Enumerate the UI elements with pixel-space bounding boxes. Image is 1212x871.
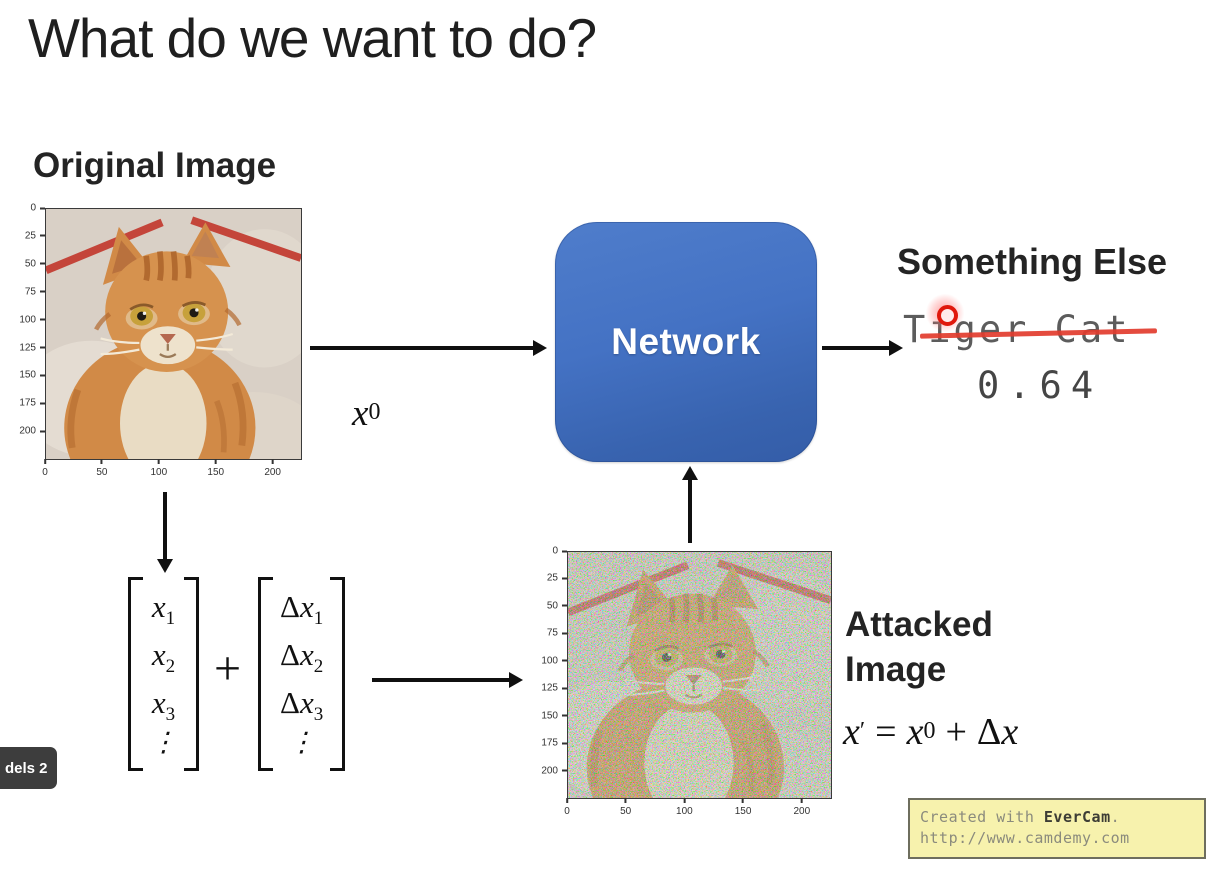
x-tick-label: 100 bbox=[150, 459, 167, 478]
y-tick-label: 50 bbox=[547, 600, 568, 611]
x0-base: x bbox=[352, 393, 369, 434]
y-tick-label: 25 bbox=[25, 230, 46, 241]
watermark-line1: Created with EverCam. bbox=[920, 808, 1121, 826]
side-badge-label: dels 2 bbox=[5, 759, 48, 777]
network-box: Network bbox=[555, 222, 817, 462]
arrow-image-to-vector bbox=[163, 492, 167, 560]
y-tick-label: 100 bbox=[541, 655, 567, 666]
y-tick-label: 175 bbox=[541, 738, 567, 749]
x-tick-label: 150 bbox=[735, 798, 751, 817]
arrow-attacked-to-network bbox=[688, 479, 692, 543]
y-tick-label: 75 bbox=[547, 628, 568, 639]
x-tick-label: 100 bbox=[676, 798, 693, 817]
perturbation-vector-matrix: Δx1 Δx2 Δx3 ⋮ bbox=[258, 577, 346, 771]
x0-symbol: x0 bbox=[352, 392, 380, 435]
attacked-x-axis-ticks: 0 50 100 150 200 bbox=[564, 798, 830, 824]
y-tick-label: 50 bbox=[25, 258, 46, 269]
matrix-row: Δx3 bbox=[280, 685, 324, 726]
laser-pointer-icon bbox=[926, 294, 964, 332]
watermark-box: Created with EverCam. http://www.camdemy… bbox=[908, 798, 1206, 859]
network-label: Network bbox=[611, 321, 761, 362]
watermark-brand: EverCam bbox=[1043, 808, 1111, 826]
original-y-axis-ticks: 0 25 50 75 100 125 150 175 200 bbox=[5, 203, 46, 458]
y-tick-label: 25 bbox=[547, 573, 568, 584]
right-bracket bbox=[184, 577, 199, 771]
x0-sup: 0 bbox=[368, 399, 381, 425]
y-tick-label: 150 bbox=[541, 710, 567, 721]
attacked-heading-line2: Image bbox=[845, 650, 947, 689]
slide-title: What do we want to do? bbox=[28, 7, 597, 69]
output-heading: Something Else bbox=[897, 241, 1168, 282]
matrix-row: x3 bbox=[151, 685, 176, 726]
x-tick-label: 50 bbox=[96, 459, 107, 478]
y-tick-label: 0 bbox=[30, 203, 45, 214]
matrix-row: Δx1 bbox=[280, 589, 324, 630]
y-tick-label: 0 bbox=[552, 546, 567, 557]
y-tick-label: 200 bbox=[541, 765, 567, 776]
y-tick-label: 150 bbox=[19, 370, 45, 381]
attacked-formula: x′=x0+Δx bbox=[843, 711, 1019, 753]
attacked-image-plot: 0 25 50 75 100 125 150 175 200 0 50 100 150 200 bbox=[527, 546, 832, 825]
arrow-network-to-output bbox=[822, 346, 890, 350]
x-tick-label: 0 bbox=[42, 459, 48, 478]
left-bracket bbox=[128, 577, 143, 771]
y-tick-label: 125 bbox=[19, 342, 45, 353]
y-tick-label: 175 bbox=[19, 398, 45, 409]
plus-operator: + bbox=[214, 642, 242, 695]
watermark-url: http://www.camdemy.com bbox=[920, 829, 1130, 847]
arrow-original-to-network bbox=[310, 346, 534, 350]
original-cat-image bbox=[45, 208, 302, 460]
right-bracket bbox=[330, 577, 346, 771]
arrow-vector-to-attacked bbox=[372, 678, 510, 682]
attacked-y-axis-ticks: 0 25 50 75 100 125 150 175 200 bbox=[527, 546, 568, 797]
x-tick-label: 200 bbox=[793, 798, 810, 817]
y-tick-label: 100 bbox=[19, 314, 45, 325]
matrix-row: x1 bbox=[151, 589, 176, 630]
x-tick-label: 50 bbox=[620, 798, 631, 817]
attacked-image-heading: Attacked Image bbox=[845, 602, 993, 692]
side-badge: dels 2 bbox=[0, 747, 57, 789]
pixel-vector-matrix: x1 x2 x3 ⋮ bbox=[128, 577, 199, 771]
matrix-row: ⋮ bbox=[288, 727, 316, 757]
attacked-cat-image bbox=[567, 551, 832, 799]
attacked-heading-line1: Attacked bbox=[845, 605, 993, 644]
x-tick-label: 0 bbox=[564, 798, 570, 817]
y-tick-label: 200 bbox=[19, 426, 45, 437]
matrix-row: ⋮ bbox=[150, 727, 177, 757]
confidence-value: 0.64 bbox=[977, 364, 1103, 407]
y-tick-label: 125 bbox=[541, 683, 567, 694]
left-bracket bbox=[258, 577, 273, 771]
original-image-heading: Original Image bbox=[33, 146, 277, 185]
y-tick-label: 75 bbox=[25, 286, 46, 297]
original-image-plot: 0 25 50 75 100 125 150 175 200 0 50 100 150 200 bbox=[5, 203, 302, 486]
x-tick-label: 200 bbox=[264, 459, 281, 478]
matrix-row: x2 bbox=[151, 637, 176, 678]
x-tick-label: 150 bbox=[207, 459, 224, 478]
original-x-axis-ticks: 0 50 100 150 200 bbox=[42, 459, 300, 485]
matrix-row: Δx2 bbox=[280, 637, 324, 678]
